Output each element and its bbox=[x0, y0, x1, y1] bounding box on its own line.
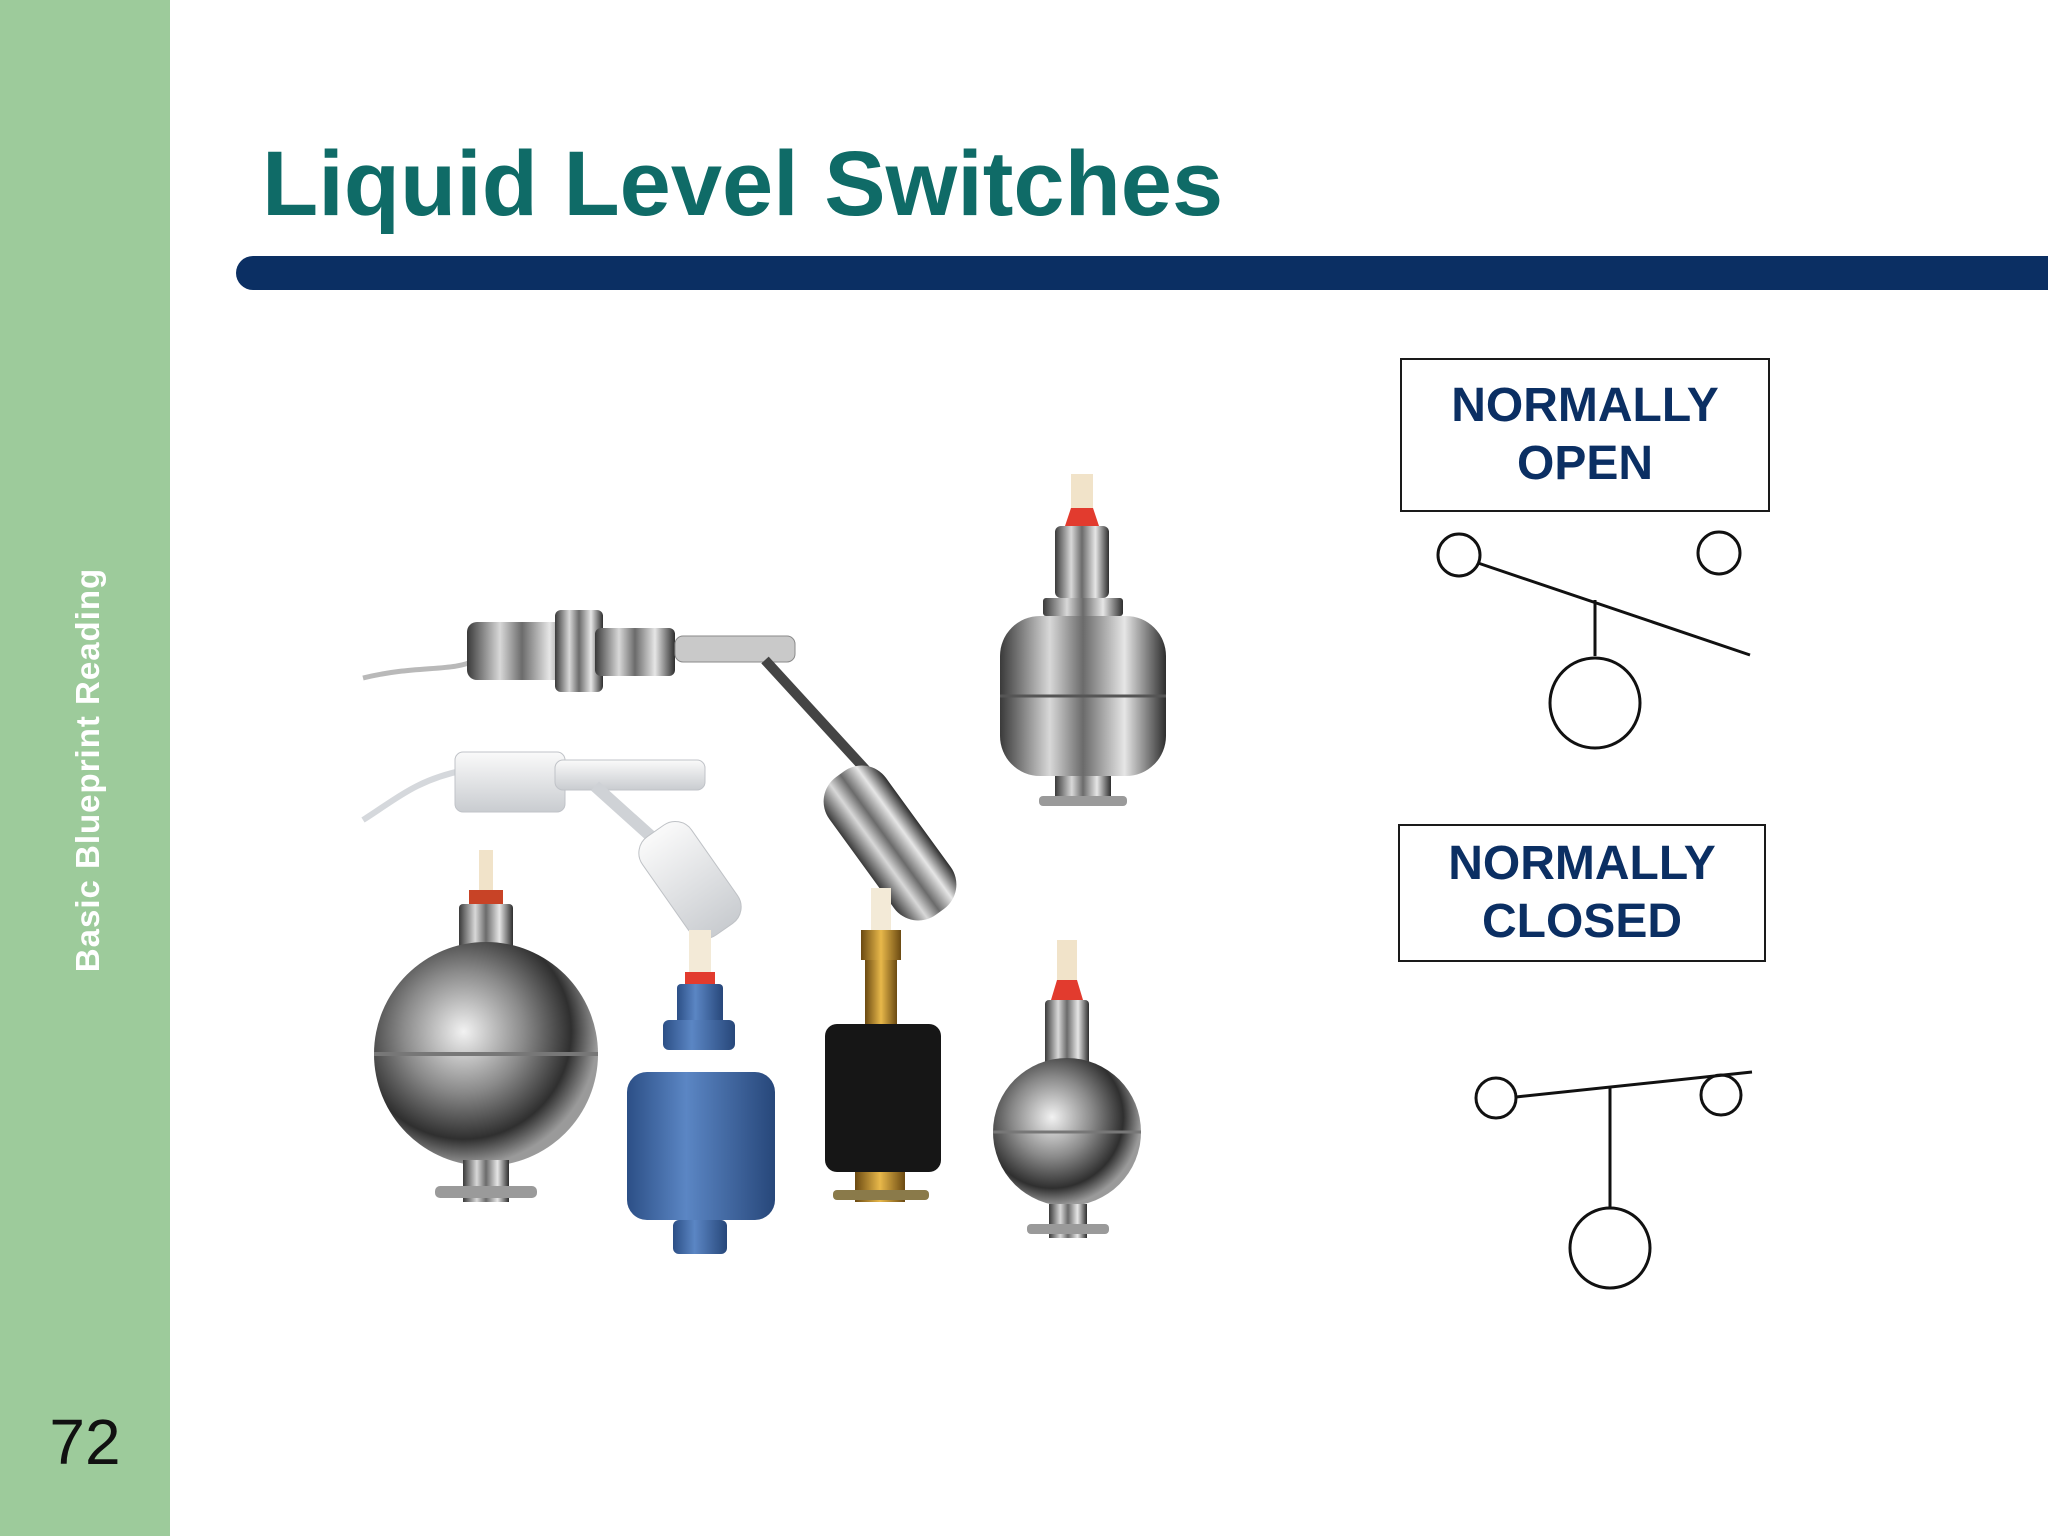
normally-closed-line1: NORMALLY bbox=[1448, 837, 1716, 890]
normally-open-float-switch-symbol bbox=[1436, 530, 1751, 750]
slide-title: Liquid Level Switches bbox=[262, 133, 1224, 235]
title-underline bbox=[236, 256, 2048, 290]
float-switches-photo bbox=[361, 474, 1166, 1254]
normally-closed-line2: CLOSED bbox=[1481, 895, 1682, 948]
sidebar: Basic Blueprint Reading 72 bbox=[0, 0, 170, 1536]
page-number: 72 bbox=[49, 1406, 121, 1478]
normally-open-line1: NORMALLY bbox=[1451, 379, 1719, 432]
normally-open-label-box: NORMALLY OPEN bbox=[1400, 358, 1770, 512]
course-title: Basic Blueprint Reading bbox=[69, 567, 106, 973]
normally-open-line2: OPEN bbox=[1516, 437, 1654, 490]
normally-closed-float-switch-symbol bbox=[1474, 1070, 1753, 1290]
normally-closed-label-box: NORMALLY CLOSED bbox=[1398, 824, 1766, 962]
